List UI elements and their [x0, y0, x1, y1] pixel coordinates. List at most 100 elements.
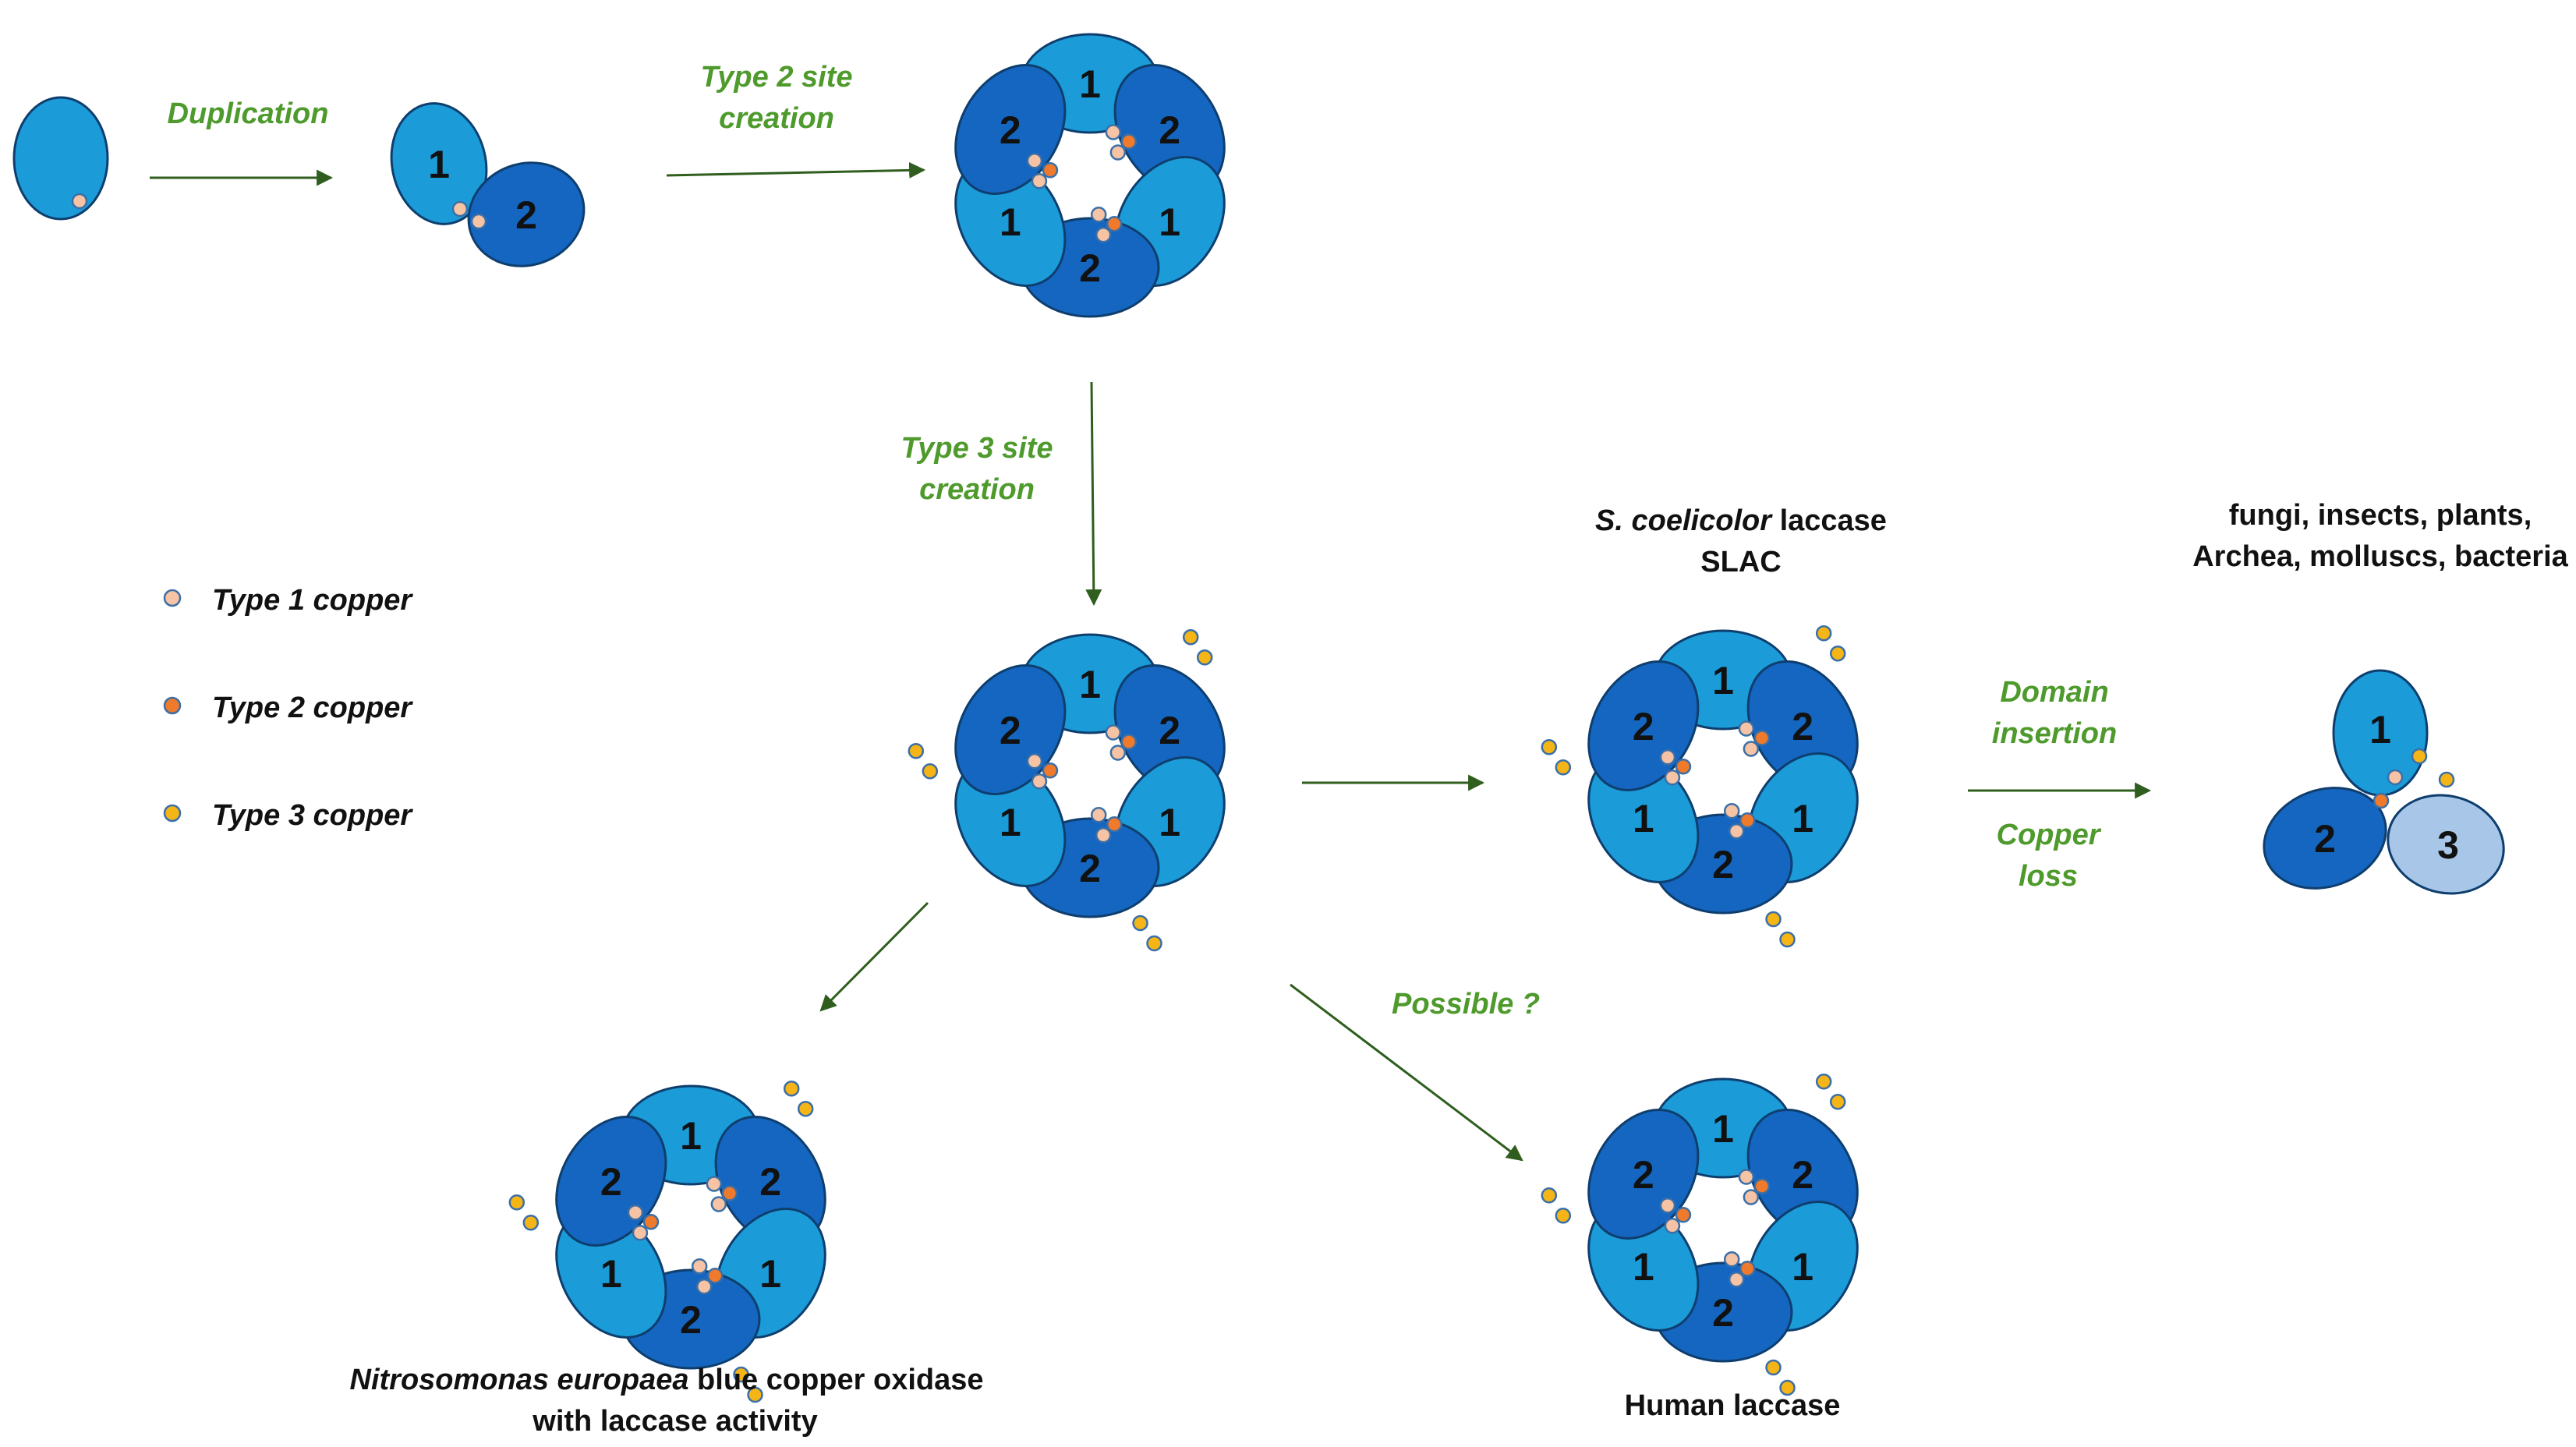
legend-label: Type 1 copper [212, 584, 413, 617]
legend [163, 589, 182, 823]
type1-copper-dot [695, 1279, 713, 1295]
type2-copper-dot [1042, 762, 1059, 779]
domain-number-label: 1 [1712, 1107, 1734, 1151]
type1-copper-dot [1723, 1251, 1740, 1268]
type3-copper-dot [1146, 935, 1162, 952]
type1-copper-dot [1026, 152, 1043, 169]
domain-number-label: 1 [1633, 797, 1654, 840]
type1-copper-dot [1664, 1217, 1681, 1234]
domain-number-label: 2 [1000, 108, 1021, 152]
step-label-type3-site: Type 3 site [901, 432, 1053, 465]
type3-copper-dot [922, 763, 939, 780]
type3-copper-dot [797, 1101, 814, 1117]
type2-copper-dot [1753, 730, 1771, 746]
type3-copper-dot [1132, 915, 1148, 932]
hexamer-nitrosomonas [508, 1081, 826, 1403]
type2-copper-dot [706, 1268, 724, 1284]
domain-number-label: 1 [1000, 801, 1021, 844]
type2-copper-dot [1675, 1206, 1692, 1223]
domain-number-label: 2 [1633, 1153, 1654, 1197]
type3-copper-dot [1829, 1094, 1846, 1110]
type3-copper-dot [1541, 1187, 1558, 1204]
domain-number-label: 1 [759, 1252, 781, 1296]
type1-copper-dot [1109, 745, 1127, 761]
type1-copper-dot [1109, 144, 1127, 161]
type3-copper-dot [1779, 1379, 1796, 1396]
domain-number-label: 2 [1792, 1153, 1813, 1197]
domain-number-label: 2 [515, 193, 537, 237]
domain-number-label: 1 [1792, 1245, 1813, 1289]
type1-copper-dot [1738, 720, 1755, 737]
legend-swatch-type3_copper [163, 804, 182, 823]
legend-label: Type 3 copper [212, 799, 413, 832]
type1-copper-dot [1659, 748, 1676, 766]
step-label-type3-site: creation [919, 473, 1035, 506]
type1-copper-dot [1743, 741, 1760, 757]
domain-number-label: 2 [1000, 709, 1021, 752]
type1-copper-dot [451, 200, 469, 218]
type1-copper-dot [1026, 752, 1043, 769]
type1-copper-dot [1743, 1189, 1760, 1205]
domain-number-label: 1 [1712, 659, 1734, 702]
type3-copper-dot [908, 743, 925, 759]
type1-copper-dot [1031, 773, 1048, 790]
step-label-type2-site: creation [719, 102, 834, 135]
type1-copper-dot [1090, 807, 1107, 823]
type3-copper-dot [1555, 759, 1572, 776]
type1-copper-dot [1031, 172, 1048, 189]
type2-copper-dot [1739, 812, 1756, 829]
type1-copper-dot [1728, 1272, 1745, 1288]
domain-number-label: 2 [1712, 1291, 1734, 1335]
legend-label: Type 2 copper [212, 692, 413, 724]
type3-copper-dot [1829, 646, 1846, 662]
domain-3-ellipse [2387, 794, 2505, 895]
hexamer-slac [1541, 625, 1859, 948]
domain-number-label: 1 [1159, 200, 1180, 244]
type1-copper-dot [1105, 724, 1122, 741]
type3-copper-dot [1765, 1359, 1782, 1376]
arrow-to-nitrosomonas [819, 901, 929, 1012]
type2-copper-dot [1106, 216, 1123, 232]
caption-organism-groups: fungi, insects, plants, [2229, 499, 2532, 532]
caption-nitrosomonas-line2: with laccase activity [532, 1405, 817, 1438]
domain-number-label: 2 [1792, 705, 1813, 748]
type1-copper-dot [1095, 227, 1112, 243]
type3-copper-dot [2438, 771, 2455, 788]
three-domain-laccase [2263, 669, 2505, 895]
type1-copper-dot [71, 193, 88, 210]
domain-1-ellipse [390, 102, 488, 225]
domain-number-label: 2 [1712, 843, 1734, 886]
domain-number-label: 1 [1079, 62, 1101, 106]
domain-number-label: 2 [2314, 817, 2336, 861]
hexamer-type2-sites [954, 33, 1226, 318]
domain-number-label: 2 [1159, 709, 1180, 752]
type3-copper-dot [1779, 931, 1796, 948]
type1-copper-dot [1738, 1169, 1755, 1185]
type3-copper-dot [1541, 739, 1558, 755]
single-domain-ellipse [12, 96, 109, 221]
domain-number-label: 1 [1159, 801, 1180, 844]
type3-copper-dot [747, 1386, 763, 1403]
caption-slac-line1: S. coelicolor laccase [1595, 504, 1887, 537]
type1-copper-dot [1728, 823, 1745, 840]
domain-2-ellipse [2263, 787, 2387, 890]
type1-copper-dot [1095, 827, 1112, 844]
type1-copper-dot [710, 1196, 727, 1212]
caption-human-laccase: Human laccase [1625, 1389, 1841, 1422]
type1-copper-dot [1105, 124, 1122, 140]
domain-number-label: 1 [1000, 200, 1021, 244]
domain-number-label: 2 [1633, 705, 1654, 748]
step-label-copper-loss: loss [2019, 860, 2078, 893]
type1-copper-dot [632, 1224, 649, 1241]
arrow-type2-site [666, 161, 926, 179]
type2-copper-dot [1042, 161, 1059, 179]
type2-copper-dot [1120, 133, 1138, 150]
type1-copper-dot [706, 1176, 723, 1192]
two-domain-protein [390, 102, 586, 267]
hexamer-type3-sites [908, 629, 1226, 952]
domain-number-label: 2 [1079, 847, 1101, 890]
domain-number-label: 1 [2369, 708, 2391, 752]
type1-copper-dot [691, 1258, 708, 1275]
type2-copper-dot [1739, 1261, 1756, 1277]
arrow-possible-human [1290, 983, 1523, 1162]
